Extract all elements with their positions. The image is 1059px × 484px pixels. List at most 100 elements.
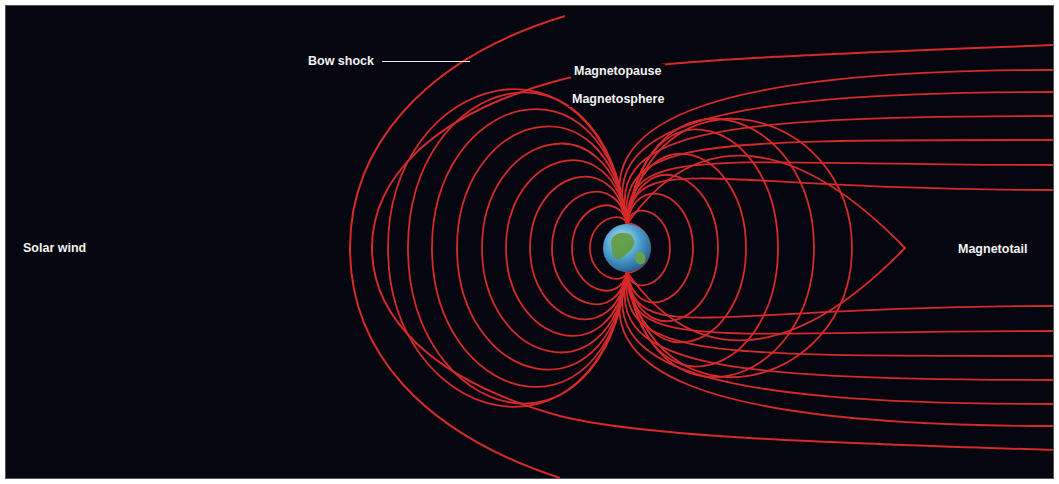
- solar-wind-streak: [14, 425, 182, 427]
- solar-wind-streak: [404, 131, 441, 133]
- field-line: [432, 109, 627, 387]
- solar-wind-streak: [307, 197, 441, 199]
- solar-wind-streak: [196, 221, 359, 223]
- earth-land: [635, 252, 645, 265]
- field-line: [626, 140, 1053, 224]
- field-lines: [388, 70, 1053, 426]
- solar-wind-streak: [310, 390, 420, 391]
- solar-wind-streak: [289, 173, 360, 174]
- solar-wind-streak: [46, 383, 198, 385]
- solar-wind-streak: [339, 288, 414, 289]
- solar-wind-streak: [336, 84, 440, 85]
- solar-wind-streak: [124, 84, 275, 85]
- solar-wind-streak: [421, 180, 440, 181]
- solar-wind-streak: [69, 461, 193, 463]
- solar-wind-streak: [31, 341, 155, 342]
- solar-wind-streak: [69, 125, 241, 126]
- solar-wind-streak: [203, 119, 394, 121]
- solar-wind-streak: [52, 59, 250, 61]
- solar-wind-streak: [61, 185, 267, 186]
- solar-wind-streak: [35, 389, 140, 390]
- solar-wind-streak: [61, 359, 186, 361]
- solar-wind-streaks: [12, 18, 440, 468]
- solar-wind-streak: [58, 113, 220, 115]
- solar-wind-streak: [14, 167, 186, 169]
- solar-wind-streak: [24, 144, 177, 145]
- solar-wind-streak: [156, 149, 312, 151]
- solar-wind-streak: [284, 125, 440, 127]
- solar-wind-streak: [312, 41, 440, 42]
- solar-wind-streak: [15, 468, 111, 469]
- solar-wind-streak: [355, 467, 440, 468]
- solar-wind-streak: [45, 419, 133, 421]
- solar-wind-streak: [175, 258, 345, 259]
- solar-wind-streak: [395, 257, 440, 259]
- solar-wind-streak: [186, 450, 370, 451]
- solar-wind-streak: [211, 131, 317, 133]
- solar-wind-streak: [29, 353, 193, 354]
- solar-wind-streak: [35, 371, 171, 373]
- solar-wind-streak: [43, 71, 174, 73]
- solar-wind-label: Solar wind: [20, 241, 89, 256]
- solar-wind-streak: [21, 83, 83, 85]
- solar-wind-streak: [59, 227, 142, 228]
- solar-wind-streak: [65, 89, 258, 91]
- field-line: [619, 70, 1053, 224]
- solar-wind-streak: [343, 431, 441, 432]
- solar-wind-streak: [256, 209, 413, 211]
- solar-wind-streak: [36, 396, 159, 397]
- solar-wind-streak: [47, 77, 153, 78]
- solar-wind-streak: [359, 89, 440, 90]
- solar-wind-streak: [29, 455, 91, 456]
- field-line: [624, 116, 1053, 224]
- solar-wind-streak: [42, 209, 171, 211]
- solar-wind-streak: [397, 101, 440, 103]
- field-line: [408, 92, 627, 403]
- field-line: [627, 272, 1053, 318]
- solar-wind-streak: [371, 455, 441, 457]
- solar-wind-streak: [177, 269, 263, 271]
- solar-wind-streak: [19, 407, 169, 409]
- solar-wind-streak: [257, 425, 418, 427]
- solar-wind-streak: [278, 71, 392, 73]
- solar-wind-streak: [173, 300, 313, 301]
- solar-wind-streak: [382, 149, 440, 151]
- solar-wind-streak: [380, 395, 440, 396]
- solar-wind-streak: [291, 353, 367, 355]
- magnetopause-line: [372, 45, 1053, 450]
- solar-wind-streak: [16, 53, 110, 55]
- solar-wind-streak: [271, 168, 440, 169]
- solar-wind-streak: [58, 329, 159, 330]
- solar-wind-streak: [17, 161, 191, 163]
- solar-wind-streak: [293, 161, 440, 163]
- solar-wind-streak: [34, 221, 97, 222]
- solar-wind-streak: [260, 246, 374, 247]
- solar-wind-streak: [19, 324, 80, 325]
- solar-wind-streak: [394, 53, 440, 54]
- solar-wind-streak: [384, 419, 440, 421]
- solar-wind-streak: [57, 23, 228, 25]
- solar-wind-streak: [208, 179, 366, 181]
- solar-wind-streak: [39, 233, 229, 235]
- solar-wind-streak: [249, 251, 411, 252]
- solar-wind-streak: [280, 359, 337, 360]
- solar-wind-streak: [241, 317, 378, 318]
- solar-wind-streak: [261, 330, 439, 331]
- solar-wind-streak: [31, 198, 82, 199]
- field-line: [388, 89, 627, 407]
- solar-wind-streak: [50, 365, 237, 367]
- solar-wind-streak: [24, 335, 177, 336]
- solar-wind-streak: [327, 311, 440, 313]
- bow-shock-label: Bow shock: [305, 54, 377, 69]
- solar-wind-streak: [57, 155, 111, 156]
- solar-wind-streak: [401, 239, 440, 241]
- solar-wind-streak: [70, 311, 243, 313]
- solar-wind-streak: [175, 53, 292, 54]
- solar-wind-streak: [280, 377, 421, 378]
- field-line: [624, 272, 1053, 380]
- solar-wind-streak: [223, 419, 303, 421]
- solar-wind-streak: [416, 107, 440, 109]
- solar-wind-streak: [285, 114, 340, 115]
- solar-wind-streak: [170, 191, 323, 193]
- solar-wind-streak: [315, 324, 385, 325]
